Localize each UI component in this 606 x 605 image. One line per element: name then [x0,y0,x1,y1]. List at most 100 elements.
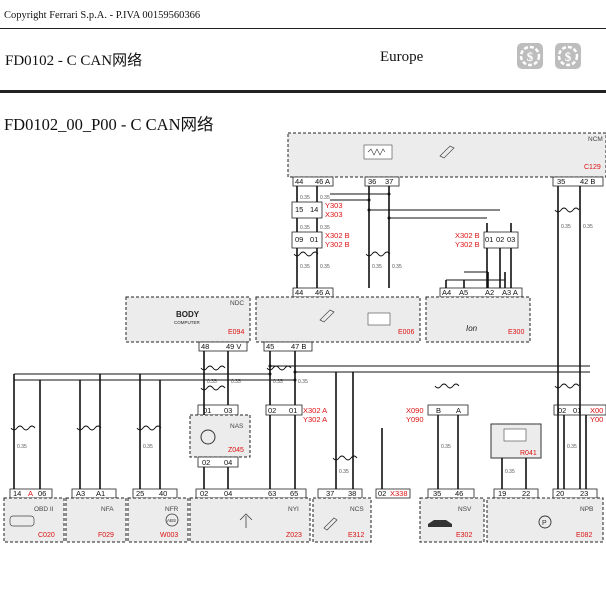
connector-pin: 19 [498,489,506,498]
svg-text:$: $ [565,49,572,64]
ion-logo: Ion [466,324,478,333]
svg-text:0.35: 0.35 [392,264,402,270]
ncs-module [312,497,372,543]
ndc-ref: E094 [228,329,244,336]
ion-module [425,296,531,343]
svg-text:0.35: 0.35 [17,444,27,450]
connector-pin: 04 [224,489,232,498]
svg-text:0.35: 0.35 [339,469,349,475]
connector-pin: 44 [295,177,303,186]
connector-pin: 42 B [580,177,595,186]
nsv-ref: E302 [456,532,472,539]
connector-pin: 01 [573,406,581,415]
service-icon[interactable]: $ [516,42,544,70]
npb-module [486,497,604,543]
connector-pin: 37 [326,489,334,498]
nyi-module [189,497,311,543]
connector-pin: 02 [378,489,386,498]
connector-pin: A3 [76,489,85,498]
can-bus-wires [13,186,590,489]
svg-text:0.35: 0.35 [298,379,308,385]
connector-ref: X338 [390,489,408,498]
document-id: FD0102 - C CAN网络 [5,53,143,69]
nfr-ref: W003 [160,532,178,539]
antenna-icon [323,517,338,531]
connector-pin: 45 [266,342,274,351]
svg-text:0.35: 0.35 [320,195,330,201]
resistor-icon [503,428,527,442]
connector-pin: 02 [558,406,566,415]
header-divider-top [0,28,606,29]
svg-text:0.35: 0.35 [273,379,283,385]
connector-ref: X302 B [455,231,480,240]
connector-pin: 46 A [315,288,330,297]
svg-text:0.35: 0.35 [441,444,451,450]
ncs-ref: E312 [348,532,364,539]
connector-pin: 03 [224,406,232,415]
ncm-node-ref: E006 [398,329,414,336]
ncm-node-module [255,296,421,343]
connector-pin: 22 [522,489,530,498]
svg-text:0.35: 0.35 [505,469,515,475]
connector-pin: 01 [485,235,493,244]
connector-pin: 44 [295,288,303,297]
connector-ref: Y302 B [455,240,480,249]
npb-logo: P [542,520,547,527]
connector-ref: A [28,489,33,498]
header-divider-bottom [0,90,606,93]
ncm-antenna-icon [439,145,455,159]
connector-pin: 09 [295,235,303,244]
wire-size-labels: 0.35 0.35 0.35 0.35 0.35 0.35 0.35 0.35 … [17,195,593,475]
twisted-pair-marks [10,207,580,461]
connector-pin: 02 [202,458,210,467]
ndc-logo-sub: COMPUTER [174,320,201,325]
nfr-module [127,497,189,543]
connector-pin: A5 [459,288,468,297]
svg-text:0.35: 0.35 [300,195,310,201]
nas-ref: Z045 [228,447,244,454]
svg-text:0.35: 0.35 [300,225,310,231]
nfa-module [65,497,127,543]
sheet-title: FD0102_00_P00 - C CAN网络 [4,115,214,134]
nas-name: NAS [230,423,244,430]
connector-pin: 48 [201,342,209,351]
svg-text:0.35: 0.35 [561,224,571,230]
ndc-name: NDC [230,300,244,307]
connector-pin: 47 B [291,342,306,351]
connector-pin: 46 [455,489,463,498]
npb-name: NPB [580,506,593,513]
connector-pin: 20 [556,489,564,498]
region-label: Europe [380,49,424,65]
svg-text:0.35: 0.35 [143,444,153,450]
connector-pin: 01 [310,235,318,244]
connector-pin: 25 [136,489,144,498]
abs-icon [165,513,179,527]
svg-text:0.35: 0.35 [372,264,382,270]
connector-pin: A3 A [502,288,518,297]
connector-pin: 46 A [315,177,330,186]
junction-dots [268,192,391,382]
connector-pin: 03 [507,235,515,244]
parking-brake-icon [538,515,552,529]
connector-ref: Y302 A [303,415,327,424]
ncm-resistor-icon [363,144,393,160]
service-icon[interactable]: $ [554,42,582,70]
connector-pin: 37 [385,177,393,186]
nsv-name: NSV [458,506,472,513]
ion-ref: E300 [508,329,524,336]
car-icon [428,520,452,527]
connector-pin: 63 [268,489,276,498]
abs-logo: ABS [167,518,176,523]
wiring-diagram: .box{fill:#ececec;stroke:#222;stroke-wid… [3,132,606,543]
npb-ref: E082 [576,532,592,539]
connector-pin: 36 [368,177,376,186]
ndc-logo: BODY [176,310,200,319]
connector-ref: Y303 [325,201,343,210]
svg-text:0.35: 0.35 [320,264,330,270]
connector-pin: 02 [496,235,504,244]
svg-text:0.35: 0.35 [207,379,217,385]
connector-pin: 15 [295,205,303,214]
connector-ref: X302 A [303,406,327,415]
svg-text:0.35: 0.35 [300,264,310,270]
connector-pin: 04 [224,458,232,467]
